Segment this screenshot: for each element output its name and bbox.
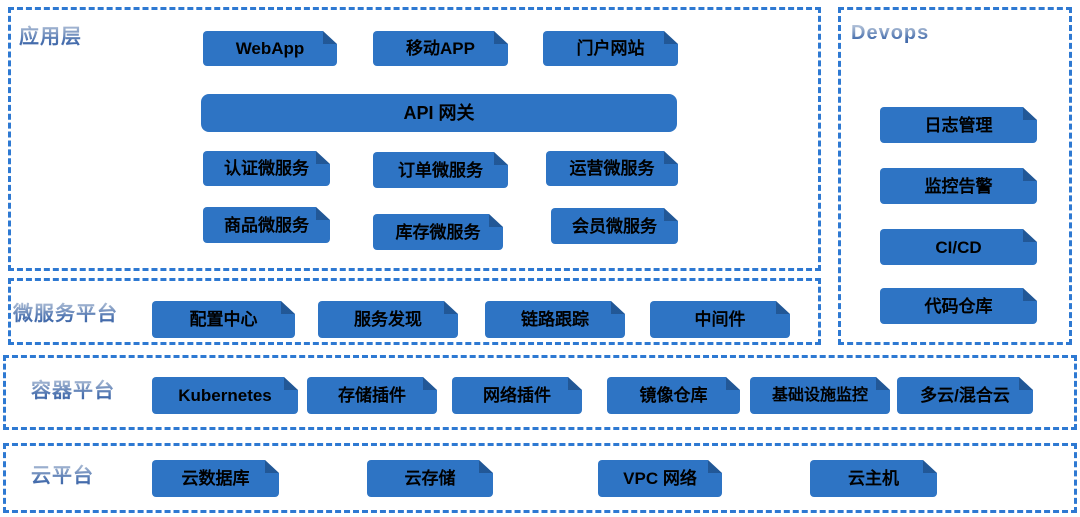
block-code-repo: 代码仓库 [880,288,1037,324]
layer-app-label: 应用层 [19,20,82,49]
layer-microservice-platform-label: 微服务平台 [13,297,118,326]
block-cloud-storage: 云存储 [367,460,493,497]
block-infra-monitor: 基础设施监控 [750,377,890,414]
block-image-registry: 镜像仓库 [607,377,740,414]
block-multi-cloud: 多云/混合云 [897,377,1033,414]
block-config-center: 配置中心 [152,301,295,338]
block-cloud-host: 云主机 [810,460,937,497]
layer-devops-label: Devops [851,22,930,44]
block-member-microservice: 会员微服务 [551,208,678,244]
block-api-gateway: API 网关 [201,94,677,132]
layer-devops: Devops 日志管理 监控告警 CI/CD 代码仓库 [838,7,1072,345]
block-order-microservice: 订单微服务 [373,152,508,188]
block-storage-plugin: 存储插件 [307,377,437,414]
layer-cloud-platform-label: 云平台 [31,459,94,488]
block-portal: 门户网站 [543,31,678,66]
block-log-management: 日志管理 [880,107,1037,143]
block-cicd: CI/CD [880,229,1037,265]
block-operation-microservice: 运营微服务 [546,151,678,186]
block-webapp: WebApp [203,31,337,66]
block-mobile-app: 移动APP [373,31,508,66]
block-product-microservice: 商品微服务 [203,207,330,243]
block-kubernetes: Kubernetes [152,377,298,414]
layer-microservice-platform: 微服务平台 配置中心 服务发现 链路跟踪 中间件 [8,278,821,345]
layer-container-platform-label: 容器平台 [31,374,115,403]
layer-container-platform: 容器平台 Kubernetes 存储插件 网络插件 镜像仓库 基础设施监控 多云… [3,355,1077,430]
block-auth-microservice: 认证微服务 [203,151,330,186]
block-vpc-network: VPC 网络 [598,460,722,497]
block-monitor-alert: 监控告警 [880,168,1037,204]
block-inventory-microservice: 库存微服务 [373,214,503,250]
block-service-discovery: 服务发现 [318,301,458,338]
block-cloud-db: 云数据库 [152,460,279,497]
layer-app: 应用层 WebApp 移动APP 门户网站 API 网关 认证微服务 订单微服务… [8,7,821,271]
block-trace: 链路跟踪 [485,301,625,338]
block-middleware: 中间件 [650,301,790,338]
block-network-plugin: 网络插件 [452,377,582,414]
layer-cloud-platform: 云平台 云数据库 云存储 VPC 网络 云主机 [3,443,1077,513]
